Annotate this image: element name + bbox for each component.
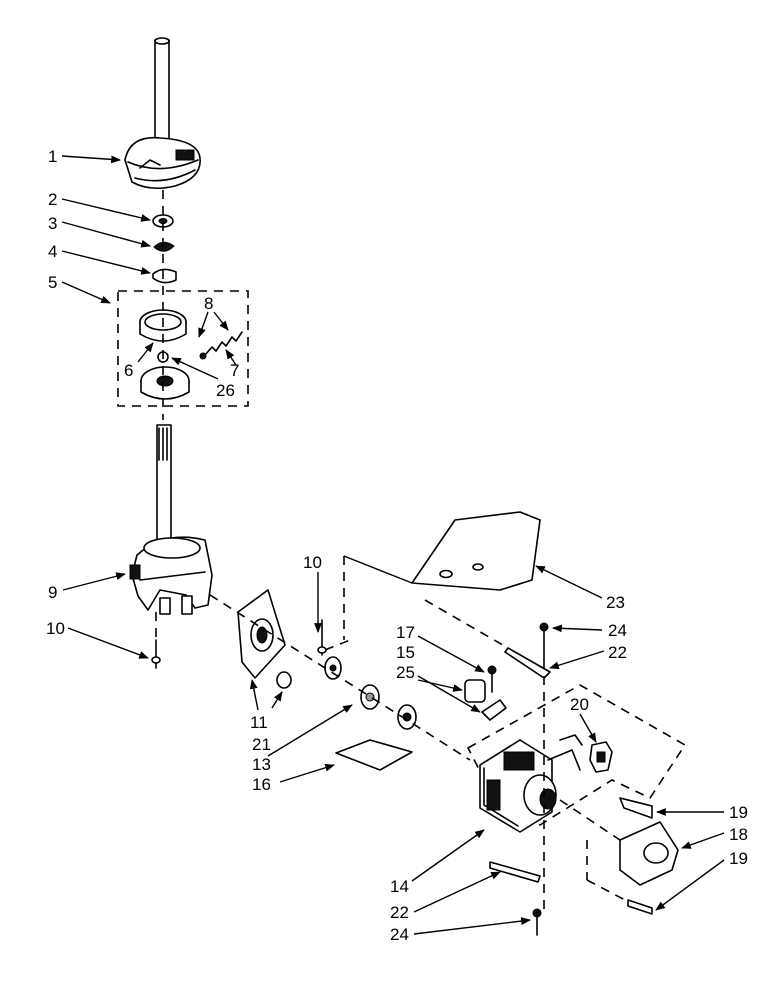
callout-24-bottom: 24 <box>390 925 409 944</box>
part-22-bracket-bottom <box>489 861 541 883</box>
callout-19-top: 19 <box>729 803 748 822</box>
mounting-plate <box>237 589 286 679</box>
callout-14: 14 <box>390 877 409 896</box>
part-23-plate <box>411 511 541 591</box>
callout-13: 13 <box>252 755 271 774</box>
callout-24-top: 24 <box>608 621 627 640</box>
callout-2: 2 <box>48 190 57 209</box>
part-15-cylinder <box>464 679 486 703</box>
callout-8: 8 <box>204 294 213 313</box>
callout-21: 21 <box>252 735 271 754</box>
callout-17: 17 <box>396 623 415 642</box>
callout-22-top: 22 <box>608 643 627 662</box>
part-5-brake-kit-box <box>117 290 249 407</box>
part-13-coupling-disk <box>360 684 417 730</box>
part-16-shield <box>335 739 413 771</box>
part-9-gearcase <box>129 536 213 615</box>
callout-7: 7 <box>230 361 239 380</box>
part-7-spring <box>199 331 243 360</box>
part-11-bushing <box>276 671 292 689</box>
callout-5: 5 <box>48 273 57 292</box>
agitator-shaft <box>156 424 172 541</box>
assembly-lines <box>155 190 626 910</box>
callout-9: 9 <box>48 583 57 602</box>
callout-11: 11 <box>250 713 268 732</box>
part-24-screw-bottom <box>532 908 542 936</box>
part-3-ring <box>153 241 175 252</box>
callout-4: 4 <box>48 242 57 261</box>
part-19-clip-top <box>619 797 653 819</box>
callout-26: 26 <box>216 381 235 400</box>
callout-6: 6 <box>124 361 133 380</box>
part-1-shaft-cam <box>124 37 201 190</box>
callout-22-bottom: 22 <box>390 903 409 922</box>
part-4-clip <box>152 268 177 284</box>
callout-16: 16 <box>252 775 271 794</box>
part-25-bracket <box>481 699 507 721</box>
part-10-screw-left <box>151 639 161 669</box>
leader-lines <box>61 155 725 935</box>
callout-3: 3 <box>48 214 57 233</box>
part-10-screw-right <box>317 619 327 656</box>
callout-15: 15 <box>396 643 415 662</box>
callout-10-left: 10 <box>46 619 65 638</box>
callout-10-right: 10 <box>303 553 322 572</box>
callout-1: 1 <box>48 147 57 166</box>
part-17-screw <box>487 665 497 693</box>
part-21-coupling <box>324 656 342 680</box>
callout-25: 25 <box>396 663 415 682</box>
brake-hub <box>140 366 190 400</box>
part-18-cover <box>619 821 679 886</box>
callout-23: 23 <box>606 593 625 612</box>
part-24-screw-top <box>539 622 549 661</box>
callout-19-bottom: 19 <box>729 849 748 868</box>
part-14-motor <box>479 734 583 833</box>
callout-labels: 1 2 3 4 5 8 6 7 26 9 10 10 11 21 13 16 1… <box>46 147 748 944</box>
part-20-connector <box>589 741 613 773</box>
part-19-clip-bottom <box>627 899 653 915</box>
callout-18: 18 <box>729 825 748 844</box>
callout-20: 20 <box>570 695 589 714</box>
